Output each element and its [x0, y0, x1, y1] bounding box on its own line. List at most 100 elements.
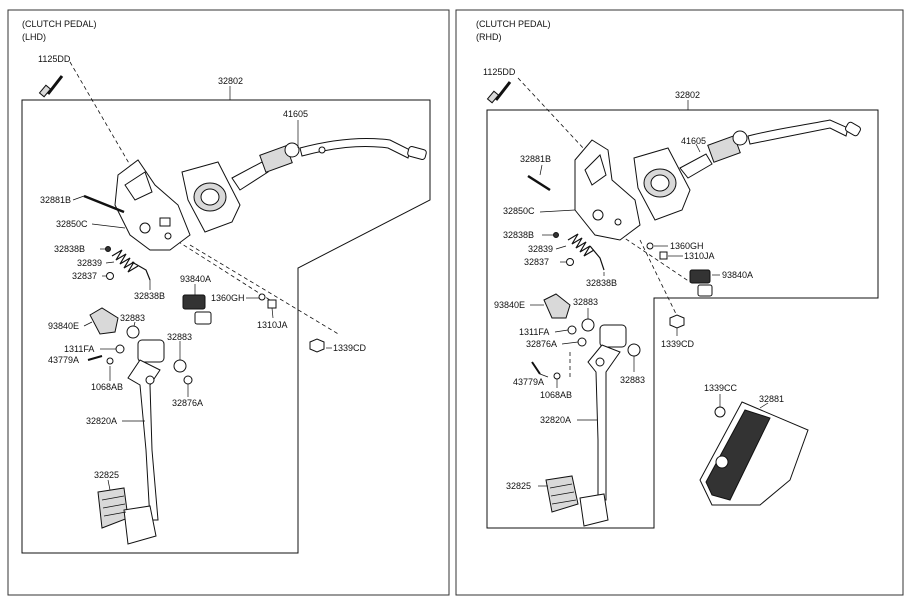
rhd-label-32883-a: 32883 — [573, 297, 598, 307]
rhd-panel-frame — [455, 9, 904, 596]
rhd-label-32850c: 32850C — [503, 206, 535, 216]
rhd-bolt-1125dd — [486, 81, 512, 104]
lhd-leader-lines — [72, 86, 332, 491]
rhd-nut-1310ja — [659, 251, 668, 260]
lhd-dash-1339cd — [189, 244, 341, 336]
lhd-nut-1310ja — [267, 299, 277, 309]
rhd-floor-mat-32881 — [699, 401, 809, 506]
rhd-label-43779a: 43779A — [513, 377, 544, 387]
lhd-label-32838b-b: 32838B — [134, 291, 165, 301]
rhd-pedal-bracket — [574, 139, 641, 241]
lhd-nut-1360gh — [258, 293, 266, 301]
rhd-label-32820a: 32820A — [540, 415, 571, 425]
lhd-label-32850c: 32850C — [56, 219, 88, 229]
lhd-pin-43779a — [87, 355, 103, 361]
rhd-pedal-arm — [569, 324, 627, 501]
rhd-leader-lines — [530, 100, 769, 487]
rhd-label-32876a: 32876A — [526, 339, 557, 349]
lhd-bush-32883-a — [126, 325, 140, 339]
rhd-heading: (CLUTCH PEDAL) — [476, 19, 551, 29]
lhd-clutch-switch-93840a — [182, 294, 212, 325]
rhd-label-1339cd: 1339CD — [661, 339, 695, 349]
lhd-panel-frame — [7, 9, 450, 596]
lhd-variant: (LHD) — [22, 32, 46, 42]
lhd-label-32802: 32802 — [218, 76, 243, 86]
rhd-switch-93840e — [543, 293, 571, 319]
rhd-label-32825: 32825 — [506, 481, 531, 491]
rhd-label-1360gh: 1360GH — [670, 241, 704, 251]
lhd-label-32820a: 32820A — [86, 416, 117, 426]
rhd-label-32883-b: 32883 — [620, 375, 645, 385]
lhd-pedal-arm — [127, 339, 165, 521]
rhd-washer-32876a — [577, 337, 587, 347]
rhd-label-1339cc: 1339CC — [704, 383, 738, 393]
lhd-label-32876a: 32876A — [172, 398, 203, 408]
rhd-clip-1068ab — [553, 372, 561, 380]
lhd-label-1360gh: 1360GH — [211, 293, 245, 303]
rhd-assembly-outline — [486, 109, 879, 529]
lhd-label-32883-a: 32883 — [120, 313, 145, 323]
lhd-bush-32883-b — [173, 359, 187, 373]
rhd-bush-32883-b — [627, 343, 641, 357]
rhd-master-cylinder — [679, 119, 861, 179]
lhd-pin-32838b — [105, 246, 111, 252]
rhd-label-32802: 32802 — [675, 90, 700, 100]
rhd-label-1310ja: 1310JA — [684, 251, 715, 261]
rhd-dash-1125dd — [517, 77, 586, 151]
lhd-label-1068ab: 1068AB — [91, 382, 123, 392]
rhd-nut-1339cd — [669, 314, 685, 329]
rhd-nut-1311fa — [567, 325, 577, 335]
lhd-return-spring — [111, 249, 151, 281]
lhd-bolt-32881b — [83, 194, 125, 214]
lhd-label-41605: 41605 — [283, 109, 308, 119]
lhd-clip-1068ab — [106, 357, 114, 365]
rhd-label-32881b: 32881B — [520, 154, 551, 164]
lhd-heading: (CLUTCH PEDAL) — [22, 19, 97, 29]
lhd-master-cylinder — [231, 137, 427, 191]
rhd-nut-1339cc — [714, 406, 726, 418]
lhd-label-32881b: 32881B — [40, 195, 71, 205]
rhd-panel: (CLUTCH PEDAL) (RHD) — [455, 9, 904, 596]
rhd-dash-1310ja — [619, 234, 691, 283]
rhd-label-93840a: 93840A — [722, 270, 753, 280]
rhd-label-1311fa: 1311FA — [519, 327, 549, 337]
lhd-dash-1125dd — [69, 61, 131, 166]
rhd-label-41605: 41605 — [681, 136, 706, 146]
rhd-mounting-plate — [633, 147, 691, 221]
rhd-dash-1339cd — [639, 239, 679, 319]
rhd-label-32881: 32881 — [759, 394, 784, 404]
lhd-panel: (CLUTCH PEDAL) (LHD) — [7, 9, 450, 596]
rhd-label-32839: 32839 — [528, 244, 553, 254]
lhd-label-43779a: 43779A — [48, 355, 79, 365]
rhd-bolt-32881b — [527, 174, 551, 192]
rhd-label-32838b-a: 32838B — [503, 230, 534, 240]
rhd-label-32838b-b: 32838B — [586, 278, 617, 288]
lhd-assembly-outline — [21, 99, 431, 554]
rhd-pedal-pad — [545, 475, 609, 527]
rhd-label-1125dd: 1125DD — [483, 67, 516, 77]
lhd-label-32839: 32839 — [77, 258, 102, 268]
rhd-pin-43779a — [531, 361, 541, 375]
lhd-label-93840a: 93840A — [180, 274, 211, 284]
rhd-clutch-switch-93840a — [689, 269, 713, 297]
lhd-label-32838b-a: 32838B — [54, 244, 85, 254]
lhd-label-1339cd: 1339CD — [333, 343, 367, 353]
lhd-label-1311fa: 1311FA — [64, 344, 94, 354]
lhd-nut-1339cd — [309, 338, 325, 353]
lhd-nut-1311fa — [115, 344, 125, 354]
rhd-variant: (RHD) — [476, 32, 502, 42]
rhd-nut-1360gh — [646, 242, 654, 250]
rhd-return-spring — [567, 233, 605, 271]
rhd-clip-32837 — [566, 258, 574, 266]
lhd-pedal-pad — [97, 487, 157, 545]
lhd-bolt-1125dd — [38, 75, 64, 98]
lhd-washer-32876a — [183, 375, 193, 385]
lhd-label-32883-b: 32883 — [167, 332, 192, 342]
rhd-label-32837: 32837 — [524, 257, 549, 267]
lhd-label-32825: 32825 — [94, 470, 119, 480]
lhd-label-1310ja: 1310JA — [257, 320, 288, 330]
rhd-pin-32838b — [553, 232, 559, 238]
lhd-switch-93840e — [89, 307, 119, 335]
rhd-label-93840e: 93840E — [494, 300, 525, 310]
